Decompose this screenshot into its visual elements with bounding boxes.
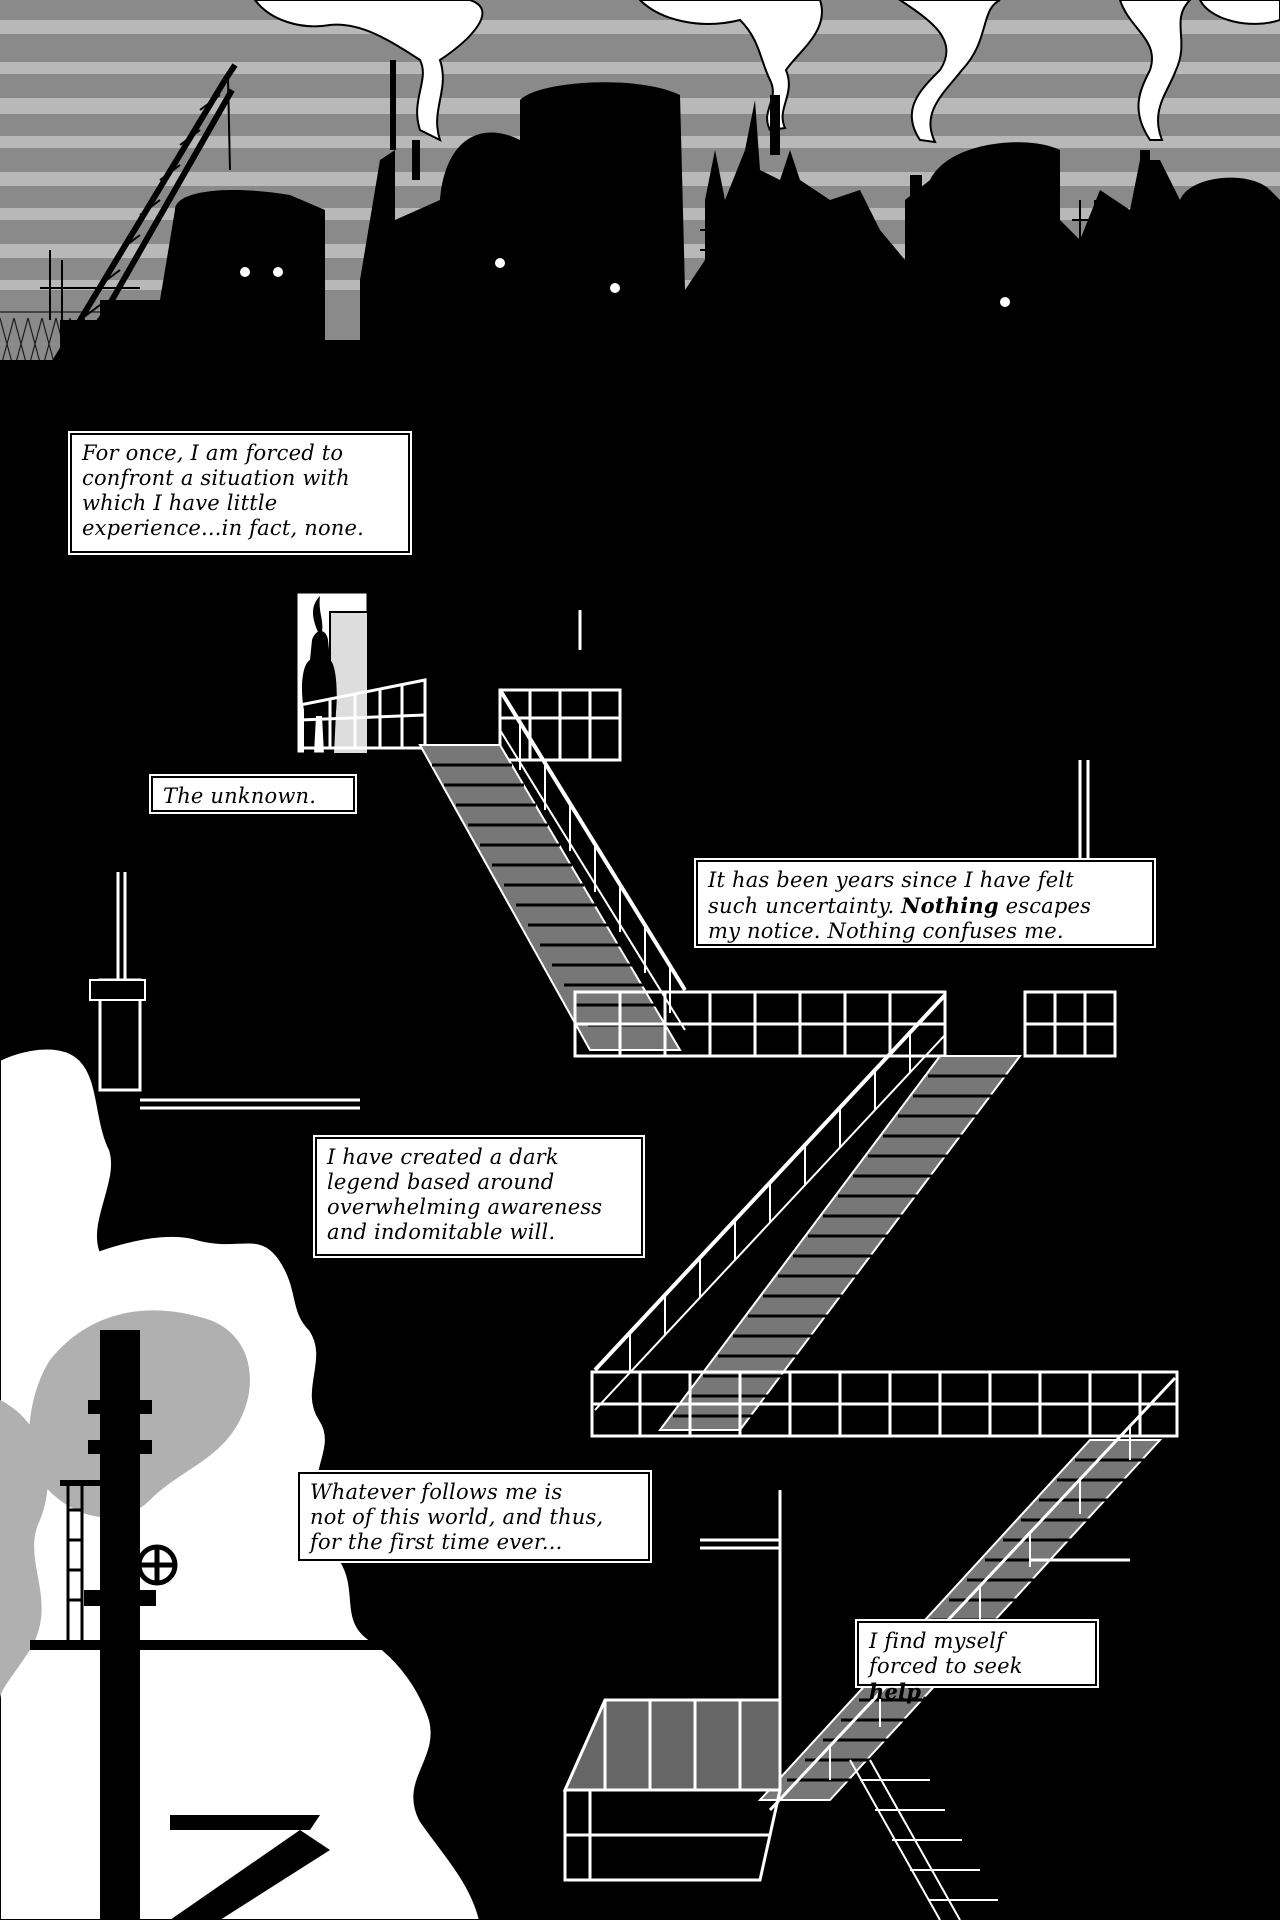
silhouette-figure-icon [302, 596, 337, 754]
stair-flight-3 [757, 1376, 1177, 1812]
caption-box-5: Whatever follows me is not of this world… [298, 1472, 650, 1561]
smokestack-icon [390, 60, 1150, 255]
smoke-plumes [253, 0, 1280, 144]
caption-3-emphasis: Nothing [901, 893, 999, 918]
caption-6-emphasis: help [869, 1679, 922, 1704]
door-panel [329, 611, 369, 755]
lower-landing [590, 1370, 1179, 1438]
caption-box-1: For once, I am forced to confront a situ… [70, 433, 410, 553]
crane-icon [47, 63, 238, 372]
storage-tank-icon [240, 258, 1010, 307]
caption-box-4: I have created a dark legend based aroun… [315, 1137, 643, 1256]
ladder [66, 1480, 84, 1640]
valve-pipe [30, 1330, 410, 1920]
chain-link-fence [0, 311, 160, 371]
caption-3-text-start: It has been years since I have felt such… [708, 868, 1074, 918]
left-column [89, 979, 146, 1001]
steam-shadow-2 [0, 1400, 48, 1700]
stair-flight-2 [593, 993, 1022, 1431]
caption-box-3: It has been years since I have felt such… [696, 860, 1154, 946]
crane-lattice [59, 94, 221, 356]
scaffold-lines [40, 200, 1110, 320]
caption-box-6: I find myself forced to seek help. [857, 1621, 1097, 1704]
caption-6-text-start: I find myself forced to seek [869, 1629, 1023, 1678]
valve-wheel-icon [136, 1544, 178, 1586]
lower-pipe [170, 1815, 330, 1920]
stair-flight-4 [849, 1759, 998, 1920]
caption-box-2: The unknown. [151, 776, 355, 812]
middle-landing [573, 990, 1117, 1058]
caption-3-text-end: escapes my notice. Nothing confuses me. [708, 894, 1092, 943]
stair-flight-1 [418, 688, 687, 1051]
caption-6-text-end: . [921, 1680, 928, 1704]
fire-escape-icon [299, 678, 622, 762]
